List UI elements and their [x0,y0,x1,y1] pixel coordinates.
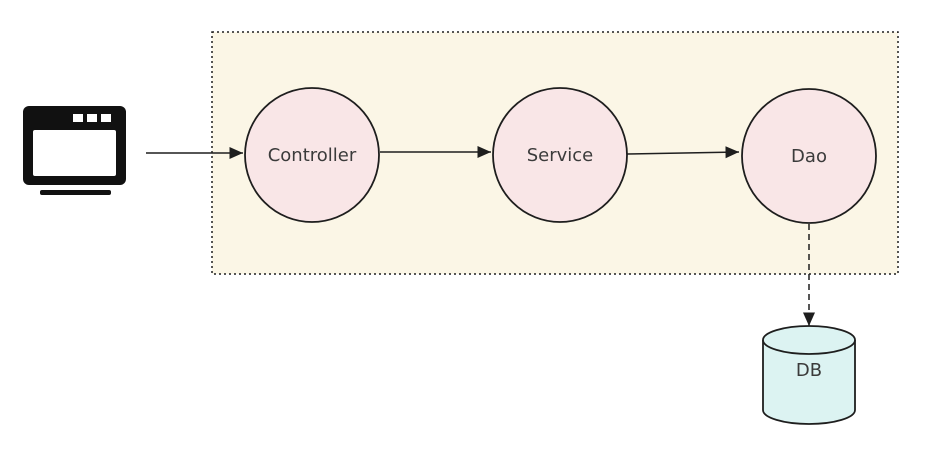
service-node: Service [492,87,628,223]
arrow-service-to-dao [626,146,740,159]
controller-node: Controller [244,87,380,223]
browser-window-icon [23,106,126,195]
db-label: DB [796,360,822,381]
dao-node: Dao [741,88,877,224]
controller-label: Controller [268,145,357,166]
database-cylinder: DB [762,325,856,425]
dao-label: Dao [791,146,827,167]
service-label: Service [527,145,594,166]
